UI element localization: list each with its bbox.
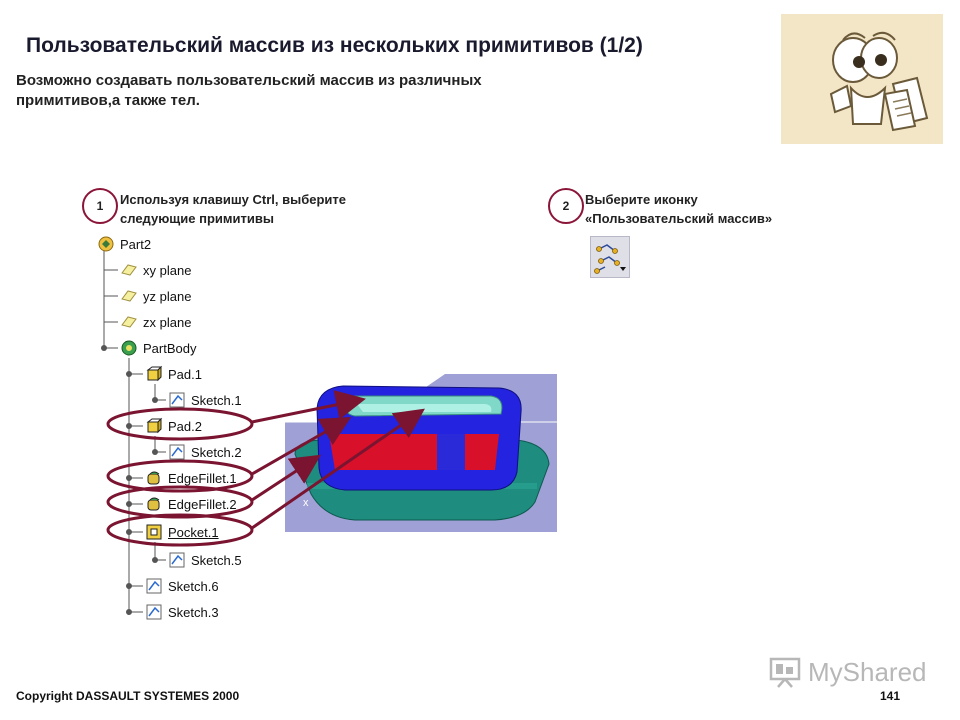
thinking-character-icon <box>781 14 943 144</box>
sketch-icon <box>169 392 185 408</box>
tree-label: Pocket.1 <box>168 524 219 540</box>
pad-icon <box>146 365 163 382</box>
tree-node-pad-1[interactable]: Pad.1 <box>145 363 202 385</box>
tree-node-sketch-3[interactable]: Sketch.3 <box>145 601 219 623</box>
tree-label: yz plane <box>143 288 192 304</box>
watermark-text: MyShared <box>808 656 927 687</box>
step-2-badge: 2 <box>548 188 584 224</box>
tree-label: Sketch.5 <box>191 552 242 568</box>
presentation-board-icon <box>769 657 801 688</box>
sketch-icon <box>146 578 162 594</box>
part-icon <box>98 236 114 252</box>
axis-label: x <box>303 497 309 509</box>
fillet-icon <box>147 497 160 511</box>
plane-icon <box>121 264 137 276</box>
page-number: 141 <box>880 689 901 703</box>
tree-node-pad-2[interactable]: Pad.2 <box>145 415 202 437</box>
step-2-number: 2 <box>562 199 570 213</box>
copyright-text: Copyright DASSAULT SYSTEMES 2000 <box>16 689 240 703</box>
user-pattern-button[interactable] <box>590 236 630 278</box>
tree-label: zx plane <box>143 314 192 330</box>
user-pattern-icon <box>594 244 626 274</box>
step-1-line-1: Используя клавишу Ctrl, выберите <box>120 192 346 207</box>
tree-node-pocket-1[interactable]: Pocket.1 <box>145 521 219 543</box>
tree-label: Sketch.1 <box>191 392 242 408</box>
tree-node-sketch-5[interactable]: Sketch.5 <box>168 549 242 571</box>
intro-line-2: примитивов,а также тел. <box>16 92 200 109</box>
plane-icon <box>121 316 137 328</box>
slide-title: Пользовательский массив из нескольких пр… <box>26 34 643 57</box>
tree-label: Part2 <box>120 236 152 252</box>
mascot-illustration <box>781 14 943 144</box>
sketch-icon <box>169 444 185 460</box>
tree-label: Sketch.6 <box>168 578 219 594</box>
tree-node-zx-plane[interactable]: zx plane <box>120 311 191 333</box>
step-1-instruction: Используя клавишу Ctrl, выберите следующ… <box>120 190 346 228</box>
sketch-icon <box>146 604 162 620</box>
step-2-instruction: Выберите иконку «Пользовательский массив… <box>585 190 772 228</box>
pad-icon <box>146 417 163 434</box>
tree-label: xy plane <box>143 262 192 278</box>
tree-label: EdgeFillet.2 <box>168 496 237 512</box>
intro-text: Возможно создавать пользовательский масс… <box>16 71 656 111</box>
tree-label: PartBody <box>143 340 197 356</box>
tree-label: Sketch.2 <box>191 444 242 460</box>
tree-label: Pad.1 <box>168 366 202 382</box>
tree-node-yz-plane[interactable]: yz plane <box>120 285 191 307</box>
tree-node-sketch-2[interactable]: Sketch.2 <box>168 441 242 463</box>
intro-line-1: Возможно создавать пользовательский масс… <box>16 72 482 89</box>
step-2-line-1: Выберите иконку <box>585 192 698 207</box>
fillet-icon <box>147 471 160 485</box>
tree-label: Pad.2 <box>168 418 202 434</box>
tree-node-edgefillet-2[interactable]: EdgeFillet.2 <box>145 493 237 515</box>
body-icon <box>121 340 137 356</box>
tree-label: EdgeFillet.1 <box>168 470 237 486</box>
sketch-icon <box>169 552 185 568</box>
tree-node-sketch-1[interactable]: Sketch.1 <box>168 389 242 411</box>
part-geometry-view: x <box>285 374 557 532</box>
step-1-badge: 1 <box>82 188 118 224</box>
tree-node-part2[interactable]: Part2 <box>97 233 151 255</box>
step-2-line-2: «Пользовательский массив» <box>585 211 773 226</box>
plane-icon <box>121 290 137 302</box>
tree-node-xy-plane[interactable]: xy plane <box>120 259 191 281</box>
tree-label: Sketch.3 <box>168 604 219 620</box>
3d-viewport[interactable]: x <box>285 374 557 532</box>
pocket-icon <box>146 524 162 540</box>
step-1-line-2: следующие примитивы <box>120 211 274 226</box>
watermark: MyShared <box>768 654 927 690</box>
tree-node-sketch-6[interactable]: Sketch.6 <box>145 575 219 597</box>
tree-node-edgefillet-1[interactable]: EdgeFillet.1 <box>145 467 237 489</box>
tree-node-partbody[interactable]: PartBody <box>120 337 196 359</box>
step-1-number: 1 <box>96 199 104 213</box>
